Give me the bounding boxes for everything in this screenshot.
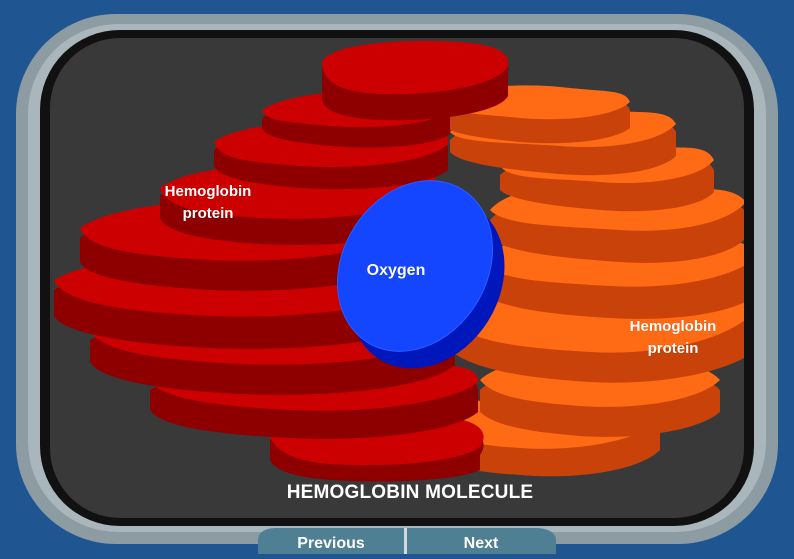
diagram-caption: HEMOGLOBIN MOLECULE [180,482,640,504]
right-protein-label-line1: Hemoglobin [603,316,743,338]
previous-button[interactable]: Previous [258,529,404,555]
left-protein-label-line2: protein [148,203,268,225]
left-protein-label-line1: Hemoglobin [148,181,268,203]
right-protein-label: Hemoglobin protein [603,316,743,360]
oxygen-label: Oxygen [356,260,436,282]
next-button[interactable]: Next [408,529,554,555]
right-protein-label-line2: protein [603,338,743,360]
left-protein-label: Hemoglobin protein [148,181,268,225]
